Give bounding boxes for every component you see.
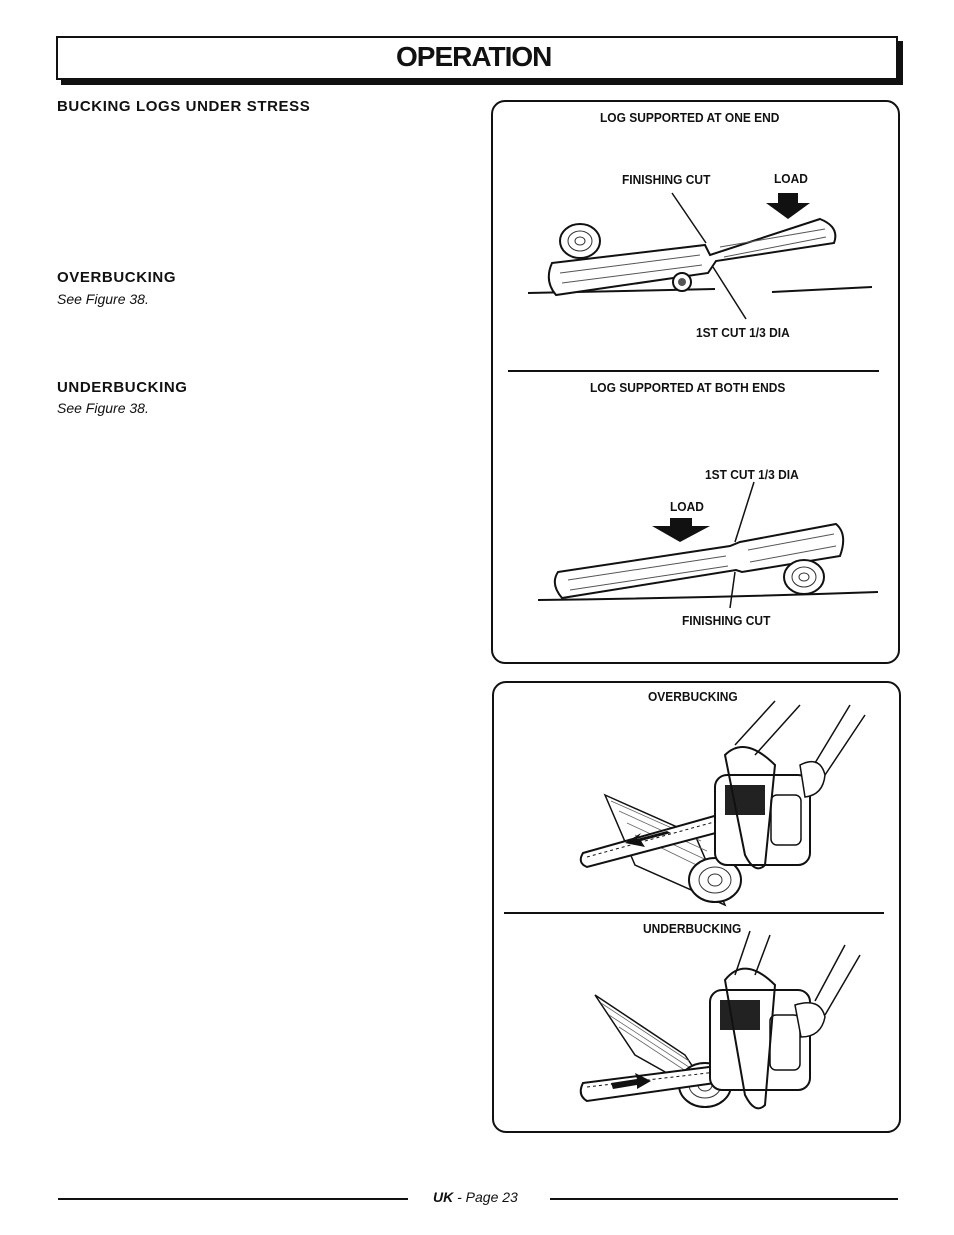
load-label-2: LOAD: [670, 499, 704, 514]
overbucking-chainsaw-illustration: [579, 700, 866, 907]
page-title: OPERATION: [396, 41, 552, 72]
footer-rule-left: [58, 1198, 408, 1200]
finishing-cut-label-1: FINISHING CUT: [622, 172, 711, 187]
footer-rule-right: [550, 1198, 898, 1200]
section-heading-underbucking: UNDERBUCKING: [57, 379, 188, 396]
both-ends-title: LOG SUPPORTED AT BOTH ENDS: [590, 380, 786, 395]
first-cut-label-1: 1ST CUT 1/3 DIA: [696, 325, 790, 340]
one-end-title: LOG SUPPORTED AT ONE END: [600, 110, 780, 125]
finishing-cut-label-2: FINISHING CUT: [682, 613, 771, 628]
page-footer: UK - Page 23: [433, 1189, 518, 1205]
panel-divider-2: [504, 912, 884, 914]
load-label-1: LOAD: [774, 171, 808, 186]
log-one-end-illustration: [527, 192, 873, 320]
footer-region: UK: [433, 1189, 454, 1205]
section-heading-bucking: BUCKING LOGS UNDER STRESS: [57, 98, 311, 115]
log-both-ends-illustration: [537, 481, 879, 609]
first-cut-label-2: 1ST CUT 1/3 DIA: [705, 467, 799, 482]
panel-divider-1: [508, 370, 879, 372]
figure-ref-underbucking: See Figure 38.: [57, 400, 149, 416]
section-heading-overbucking: OVERBUCKING: [57, 269, 177, 286]
figure-ref-overbucking: See Figure 38.: [57, 291, 149, 307]
underbucking-figure-label: UNDERBUCKING: [643, 921, 742, 936]
underbucking-chainsaw-illustration: [579, 930, 861, 1110]
page-header: OPERATION: [56, 36, 898, 80]
overbucking-figure-label: OVERBUCKING: [648, 689, 738, 704]
bucking-technique-figure-panel: [492, 681, 901, 1133]
footer-page-number: - Page 23: [457, 1189, 518, 1205]
